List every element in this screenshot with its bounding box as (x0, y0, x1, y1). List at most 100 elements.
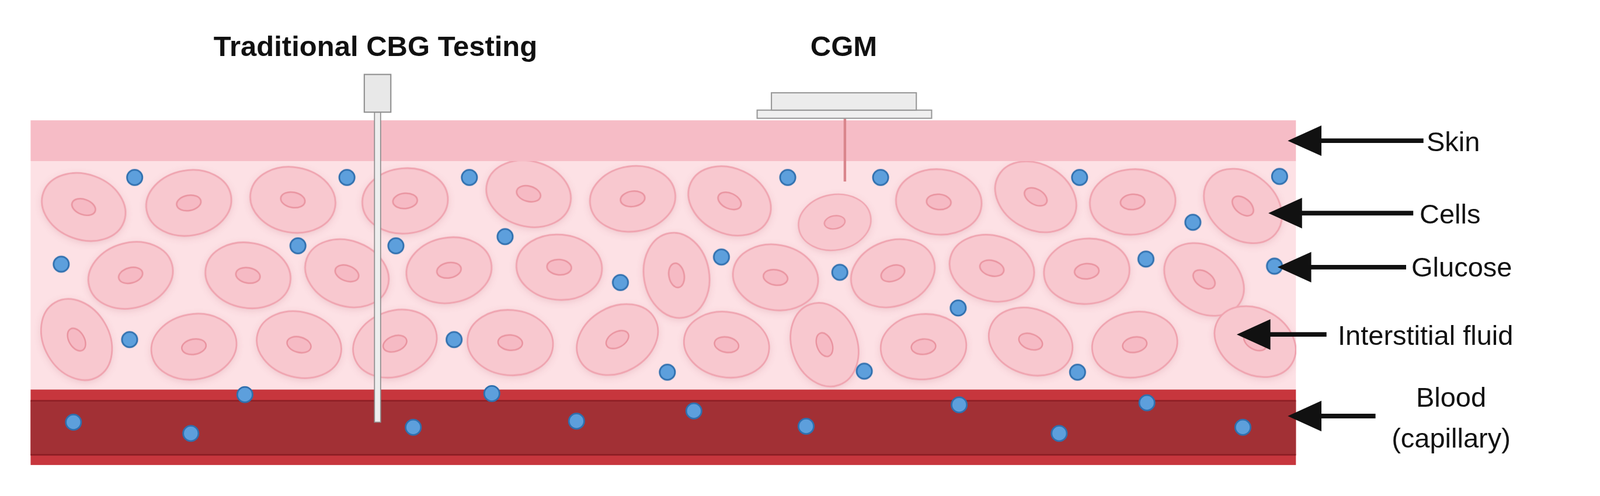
glucose-dot (856, 363, 872, 379)
glucose-dot (1139, 395, 1155, 411)
cell (637, 227, 717, 324)
glucose-group (53, 168, 1288, 442)
cell (585, 161, 680, 238)
cell (401, 230, 497, 311)
glucose-dot (183, 426, 199, 442)
arrow-head (1287, 125, 1322, 156)
cell (778, 293, 870, 391)
glucose-dot (1235, 419, 1251, 436)
cell (893, 165, 985, 239)
layer-label: Interstitial fluid (1337, 319, 1513, 353)
glucose-dot (1051, 426, 1067, 442)
arrow-head (1287, 401, 1322, 432)
glucose-dot (659, 364, 676, 381)
cell (1086, 305, 1183, 385)
leader-line (1318, 414, 1376, 419)
cell (513, 231, 605, 304)
cell (464, 306, 556, 379)
glucose-dot (832, 264, 848, 280)
cell (982, 161, 1090, 247)
blood-lumen (30, 401, 1296, 456)
blood-vessel (30, 390, 1296, 466)
method-title: CGM (810, 29, 878, 64)
vessel-wall (30, 400, 1296, 402)
cell (1087, 165, 1179, 239)
needle-shaft (374, 112, 381, 423)
glucose-dot (612, 275, 628, 291)
cell (140, 163, 237, 243)
layer-label: Skin (1426, 125, 1480, 159)
glucose-dot (388, 238, 404, 254)
glucose-dot (950, 300, 966, 316)
sensor-body (771, 92, 917, 111)
cell (343, 298, 447, 389)
glucose-dot (237, 387, 253, 403)
cell (249, 302, 350, 388)
cell (676, 161, 782, 249)
glucose-dot (1072, 169, 1088, 186)
cell (941, 225, 1042, 312)
cell (841, 228, 945, 319)
glucose-dot (1185, 214, 1201, 231)
glucose-dot (713, 249, 729, 265)
cell (478, 161, 579, 237)
leader-line (1299, 210, 1414, 216)
cell (877, 310, 969, 384)
glucose-dot (1271, 168, 1288, 184)
cell (245, 161, 342, 240)
cell (1201, 291, 1296, 390)
cell (359, 164, 451, 238)
glucose-dot (484, 385, 500, 402)
glucose-dot (122, 332, 138, 348)
cell (200, 235, 297, 316)
glucose-dot (339, 169, 355, 186)
glucose-dot (446, 332, 462, 348)
glucose-dot (405, 419, 422, 436)
glucose-dot (780, 169, 796, 186)
glucose-dot (497, 228, 513, 245)
sensor-filament (843, 118, 847, 182)
glucose-dot (568, 414, 584, 430)
layer-label: Glucose (1411, 251, 1512, 284)
cell (678, 305, 775, 385)
arrow-head (1236, 319, 1271, 350)
cell (1041, 235, 1133, 308)
interstitial-layer (30, 161, 1296, 390)
cell (794, 188, 876, 256)
cell (30, 286, 127, 390)
lancet-needle (364, 74, 391, 423)
cgm-sensor (757, 92, 932, 182)
leader-line (1318, 138, 1424, 144)
arrow-head (1268, 197, 1303, 229)
cell-group (30, 161, 1296, 390)
cell (295, 228, 399, 319)
leader-line (1267, 332, 1327, 337)
cell (979, 296, 1083, 388)
layer-label: Blood (capillary) (1372, 377, 1530, 459)
glucose-dot (127, 169, 143, 186)
skin-layer (30, 120, 1296, 162)
glucose-dot (290, 238, 306, 254)
leader-arrows (1236, 125, 1424, 432)
layer-label: Cells (1419, 197, 1481, 231)
cell (564, 290, 671, 390)
vessel-wall (30, 454, 1296, 457)
glucose-dot (65, 414, 82, 430)
needle-hub (364, 74, 391, 113)
glucose-dot (951, 397, 967, 413)
glucose-dot (1069, 364, 1085, 381)
cell (80, 232, 181, 319)
glucose-dot (798, 418, 814, 434)
glucose-dot (461, 169, 478, 186)
sensor-base (757, 110, 932, 119)
cell (32, 161, 135, 253)
arrow-head (1277, 252, 1312, 283)
glucose-dot (1138, 251, 1154, 267)
glucose-dot (686, 403, 702, 419)
method-title: Traditional CBG Testing (213, 29, 538, 64)
glucose-dot (872, 169, 889, 186)
leader-line (1308, 265, 1407, 270)
